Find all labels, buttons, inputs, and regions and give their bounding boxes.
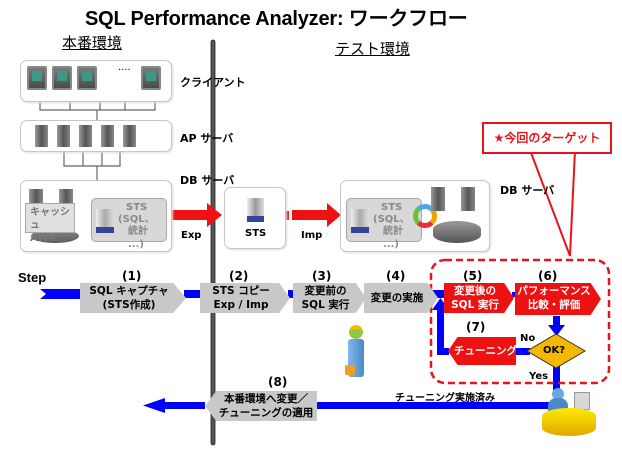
- environment-divider: [210, 39, 216, 446]
- client-label: クライアント: [180, 76, 246, 89]
- client-ellipsis: ····: [118, 65, 131, 76]
- step-3-line1: 変更前の: [304, 285, 347, 297]
- computer-icon: [141, 66, 161, 90]
- step-8-number: (8): [268, 375, 288, 389]
- callout-pointer: [529, 149, 576, 257]
- return-flow-label: チューニング実施済み: [395, 393, 495, 404]
- cache-label: キャッシュ: [30, 207, 70, 231]
- page-title: SQL Performance Analyzer: ワークフロー: [85, 8, 468, 30]
- step-5-line2: SQL 実行: [451, 299, 499, 311]
- awr-label: AWR...: [30, 233, 68, 244]
- imp-label: Imp: [301, 230, 323, 241]
- test-sts-box: STS (SQL、 統計 ...): [346, 198, 422, 250]
- target-callout-text: ★今回のターゲット: [493, 131, 601, 145]
- client-computers: [27, 66, 97, 90]
- target-region: [429, 258, 611, 385]
- sts-database-icon: [96, 209, 114, 233]
- server-icon: [29, 189, 43, 207]
- test-db-server-label: DB サーバ: [500, 184, 555, 197]
- client-connectors: [39, 102, 156, 180]
- step-label: Step: [18, 270, 47, 285]
- client-panel: ····: [20, 60, 172, 102]
- step-5-number: (5): [463, 269, 483, 283]
- database-disk-icon: [433, 221, 481, 243]
- computer-icon: [77, 66, 97, 90]
- decision-label: OK?: [543, 345, 566, 356]
- prod-sts-line1: (SQL、: [118, 214, 155, 225]
- decision-no-label: No: [520, 333, 536, 344]
- prod-db-server-label: DB サーバ: [180, 174, 235, 187]
- server-icon: [79, 125, 92, 147]
- test-db-panel: STS (SQL、 統計 ...): [340, 180, 490, 252]
- server-icon: [461, 187, 475, 211]
- step-1-number: (1): [122, 269, 142, 283]
- step-4-number: (4): [386, 269, 406, 283]
- server-icon: [59, 189, 73, 207]
- step-5-box: 変更後の SQL 実行: [444, 283, 514, 313]
- server-icon: [57, 125, 70, 147]
- step-4-line1: 変更の実施: [370, 292, 424, 304]
- test-sts-title: STS: [381, 202, 403, 213]
- prod-db-panel: キャッシュ AWR... STS (SQL、 統計 ...): [20, 180, 172, 252]
- prod-sts-title: STS: [126, 202, 148, 213]
- target-callout: ★今回のターゲット: [482, 122, 612, 154]
- step-1-line2: (STS作成): [102, 299, 156, 311]
- step-6-number: (6): [538, 269, 558, 283]
- computer-icon: [27, 66, 47, 90]
- test-env-label: テスト環境: [335, 40, 411, 58]
- sts-database-icon: [351, 209, 369, 233]
- step-3-box: 変更前の SQL 実行: [293, 283, 366, 313]
- step-2-number: (2): [229, 269, 249, 283]
- step-7-line1: チューニング: [454, 345, 517, 357]
- test-sts-line1: (SQL、: [373, 214, 410, 225]
- step-8-line1: 本番環境へ変更／: [224, 393, 308, 405]
- step-6-box: パフォーマンス 比較・評価: [515, 283, 601, 315]
- cycle-arrows-icon: [413, 204, 437, 228]
- sts-transfer-label: STS: [245, 228, 267, 239]
- step-1-box: SQL キャプチャ (STS作成): [80, 283, 186, 313]
- sts-database-icon: [247, 198, 264, 222]
- step-3-number: (3): [312, 269, 332, 283]
- ap-server-label: AP サーバ: [180, 132, 234, 145]
- cache-awr-box: キャッシュ AWR...: [25, 203, 75, 244]
- dba-desk-icon: [540, 388, 600, 440]
- decision-diamond: [526, 333, 586, 369]
- sts-transfer-panel: STS: [224, 187, 286, 249]
- step-8-line2: チューニングの適用: [218, 407, 314, 419]
- production-env-label: 本番環境: [62, 34, 123, 52]
- server-icon: [123, 125, 136, 147]
- step-3-line2: SQL 実行: [301, 299, 350, 311]
- worker-figure-icon: [345, 325, 369, 385]
- step-2-box: STS コピー Exp / Imp: [200, 283, 290, 313]
- server-icon: [35, 125, 48, 147]
- prod-sts-box: STS (SQL、 統計 ...): [91, 198, 167, 250]
- prod-sts-line2: 統計 ...): [128, 226, 148, 250]
- server-icon: [431, 187, 445, 211]
- computer-icon: [52, 66, 72, 90]
- decision-yes-label: Yes: [529, 371, 549, 382]
- step-8-box: 本番環境へ変更／ チューニングの適用: [205, 391, 317, 421]
- step-4-box: 変更の実施: [364, 283, 438, 313]
- step-2-line1: STS コピー: [212, 285, 270, 297]
- exp-label: Exp: [181, 230, 202, 241]
- step-6-line1: パフォーマンス: [517, 285, 591, 297]
- server-icon: [101, 125, 114, 147]
- step-6-line2: 比較・評価: [527, 299, 581, 311]
- step-7-box: チューニング: [448, 337, 516, 365]
- ap-server-panel: [20, 120, 172, 152]
- step-7-number: (7): [466, 320, 486, 334]
- step-2-line2: Exp / Imp: [213, 299, 269, 311]
- step-1-line1: SQL キャプチャ: [89, 285, 169, 297]
- test-sts-line2: 統計 ...): [383, 226, 403, 250]
- step-5-line1: 変更後の: [454, 285, 496, 297]
